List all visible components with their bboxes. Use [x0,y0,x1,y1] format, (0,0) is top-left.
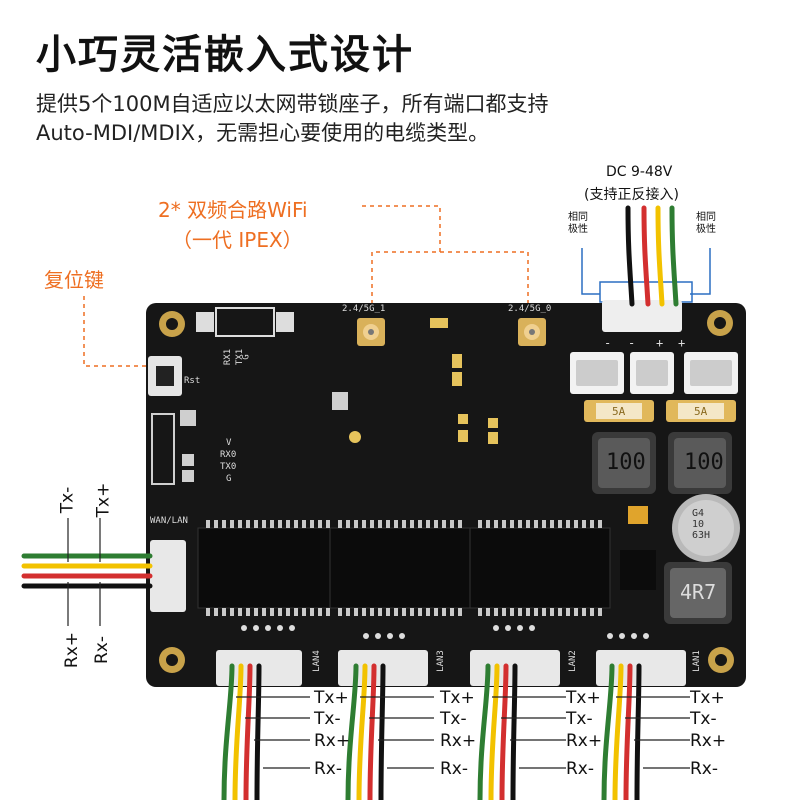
lan2-tx-plus-label: Tx+ [566,688,601,708]
lan2-rx-plus-label: Rx+ [566,731,603,751]
lan4-silk: LAN4 [311,650,322,672]
pin-plus-1: + [656,336,664,350]
polarity-right-label: 相同 极性 [696,212,716,235]
lan3-rx-minus-label: Rx- [440,759,469,779]
pin-minus-2: - [628,336,636,350]
page-title: 小巧灵活嵌入式设计 [36,32,414,78]
pin-minus-1: - [604,336,612,350]
wan-lan-silk: WAN/LAN [150,516,188,526]
lan4-tx-minus-label: Tx- [314,709,341,729]
lan1-tx-plus-label: Tx+ [690,688,725,708]
inductor-3-label: 4R7 [680,580,717,604]
lan4-rx-plus-label: Rx+ [314,731,351,751]
wan-tx-plus-label: Tx+ [93,482,114,518]
lan2-silk: LAN2 [567,650,578,672]
power-connector [602,300,682,332]
fuse-1-label: 5A [612,405,626,418]
ant0-silk: 2.4/5G_0 [508,304,552,314]
wan-connector [150,540,186,612]
lan1-rx-minus-label: Rx- [690,759,719,779]
inductor-1-label: 100 [606,450,646,475]
lan3-tx-minus-label: Tx- [440,709,467,729]
ant1-silk: 2.4/5G_1 [342,304,386,314]
lan1-silk: LAN1 [691,650,702,672]
lan4-tx-plus-label: Tx+ [314,688,349,708]
wan-rx-plus-label: Rx+ [62,631,83,669]
polarity-left-bracket [581,248,600,295]
rx0-silk: RX0 [220,450,237,460]
lan3-silk: LAN3 [435,650,446,672]
g1-silk: G [241,354,252,360]
capacitor-label: G4 10 63H [692,508,711,541]
lan2-rx-minus-label: Rx- [566,759,595,779]
polarity-right-bracket [690,248,711,295]
lan3-rx-plus-label: Rx+ [440,731,477,751]
pin-plus-2: + [678,336,686,350]
lan4-rx-minus-label: Rx- [314,759,343,779]
description-line-2: Auto-MDI/MDIX，无需担心要使用的电缆类型。 [36,121,490,145]
g0-silk: G [226,474,232,484]
reset-callout: 复位键 [44,268,104,292]
v-silk: V [226,438,232,448]
fuse-2-label: 5A [694,405,708,418]
inductor-2-label: 100 [684,450,724,475]
wifi-callout-line1: 2* 双频合路WiFi [158,198,308,222]
wan-rx-minus-label: Rx- [92,635,113,665]
reset-callout-line [83,296,150,367]
wan-tx-minus-label: Tx- [57,486,78,514]
wifi-callout-line2: （一代 IPEX） [172,228,303,252]
lan2-tx-minus-label: Tx- [566,709,593,729]
rst-silk: Rst [184,376,201,386]
lan1-tx-minus-label: Tx- [690,709,717,729]
polarity-left-label: 相同 极性 [568,212,588,235]
description-line-1: 提供5个100M自适应以太网带锁座子，所有端口都支持 [36,92,549,116]
dc-reverse-label: (支持正反接入) [584,187,679,203]
lan1-rx-plus-label: Rx+ [690,731,727,751]
lan3-tx-plus-label: Tx+ [440,688,475,708]
rx1-silk: RX1 [223,348,234,366]
dc-voltage-label: DC 9-48V [606,164,673,180]
tx0-silk: TX0 [220,462,237,472]
